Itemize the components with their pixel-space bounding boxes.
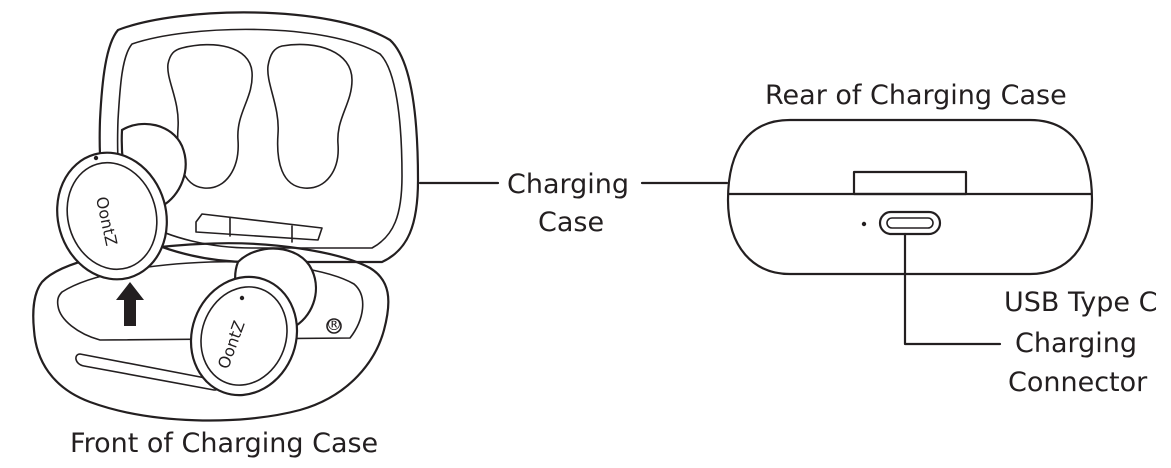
front-of-case-label: Front of Charging Case <box>70 428 378 459</box>
case-hinge <box>195 213 323 243</box>
earbud-right: OontZ <box>189 247 317 397</box>
rear-case-hinge <box>852 170 968 196</box>
usb-label-line1: USB Type C <box>1004 287 1157 318</box>
case-lid-inner-rim <box>116 28 403 249</box>
open-charging-case-illustration: OontZ OontZ ® <box>32 11 420 422</box>
insert-direction-arrow <box>116 282 144 326</box>
usb-c-port-inner <box>886 217 934 229</box>
usb-label-line2: Charging <box>1015 328 1137 359</box>
earbud-left: OontZ <box>56 122 187 281</box>
case-base-outline <box>32 242 390 422</box>
rear-of-case-label: Rear of Charging Case <box>765 80 1067 111</box>
rear-case-indicator-dot <box>861 221 867 227</box>
usb-label-line3: Connector <box>1008 367 1148 398</box>
registered-mark: ® <box>326 315 342 334</box>
registered-mark-circle <box>326 318 342 334</box>
rear-case-outline <box>726 118 1094 276</box>
lid-cavity-left <box>167 43 253 189</box>
charging-case-label-line1: Charging <box>507 169 629 200</box>
usb-connector-leader <box>903 232 1002 346</box>
case-lid-outline <box>98 11 420 264</box>
case-base-tray <box>56 260 364 341</box>
lid-cavity-right <box>267 43 353 189</box>
charging-case-label-line2: Case <box>538 207 604 238</box>
usb-c-port <box>878 210 942 236</box>
rear-charging-case-illustration <box>726 118 1094 276</box>
